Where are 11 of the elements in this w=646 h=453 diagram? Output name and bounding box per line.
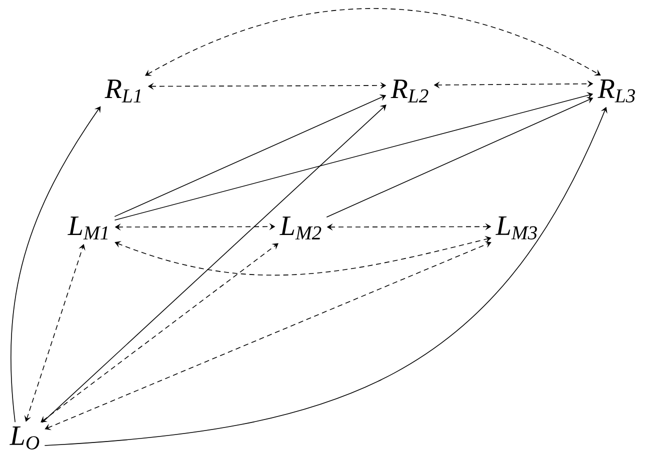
variable-label: L$_{O}$ — [10, 426, 40, 450]
dashed-double-arrow — [44, 241, 492, 430]
variable-label: R$_{L1}$ — [104, 80, 141, 102]
variable-label: L$_{M1}$ — [68, 216, 108, 240]
arrow — [42, 104, 386, 423]
arrow — [10, 106, 101, 423]
dashed-double-arrow — [40, 243, 278, 422]
variable-label: R$_{L3}$ — [598, 80, 635, 102]
variable-label: L$_{M3}$ — [496, 216, 537, 240]
variable-label: R$_{L2}$ — [390, 80, 428, 102]
variable-label: L$_{M2}$ — [280, 216, 322, 240]
